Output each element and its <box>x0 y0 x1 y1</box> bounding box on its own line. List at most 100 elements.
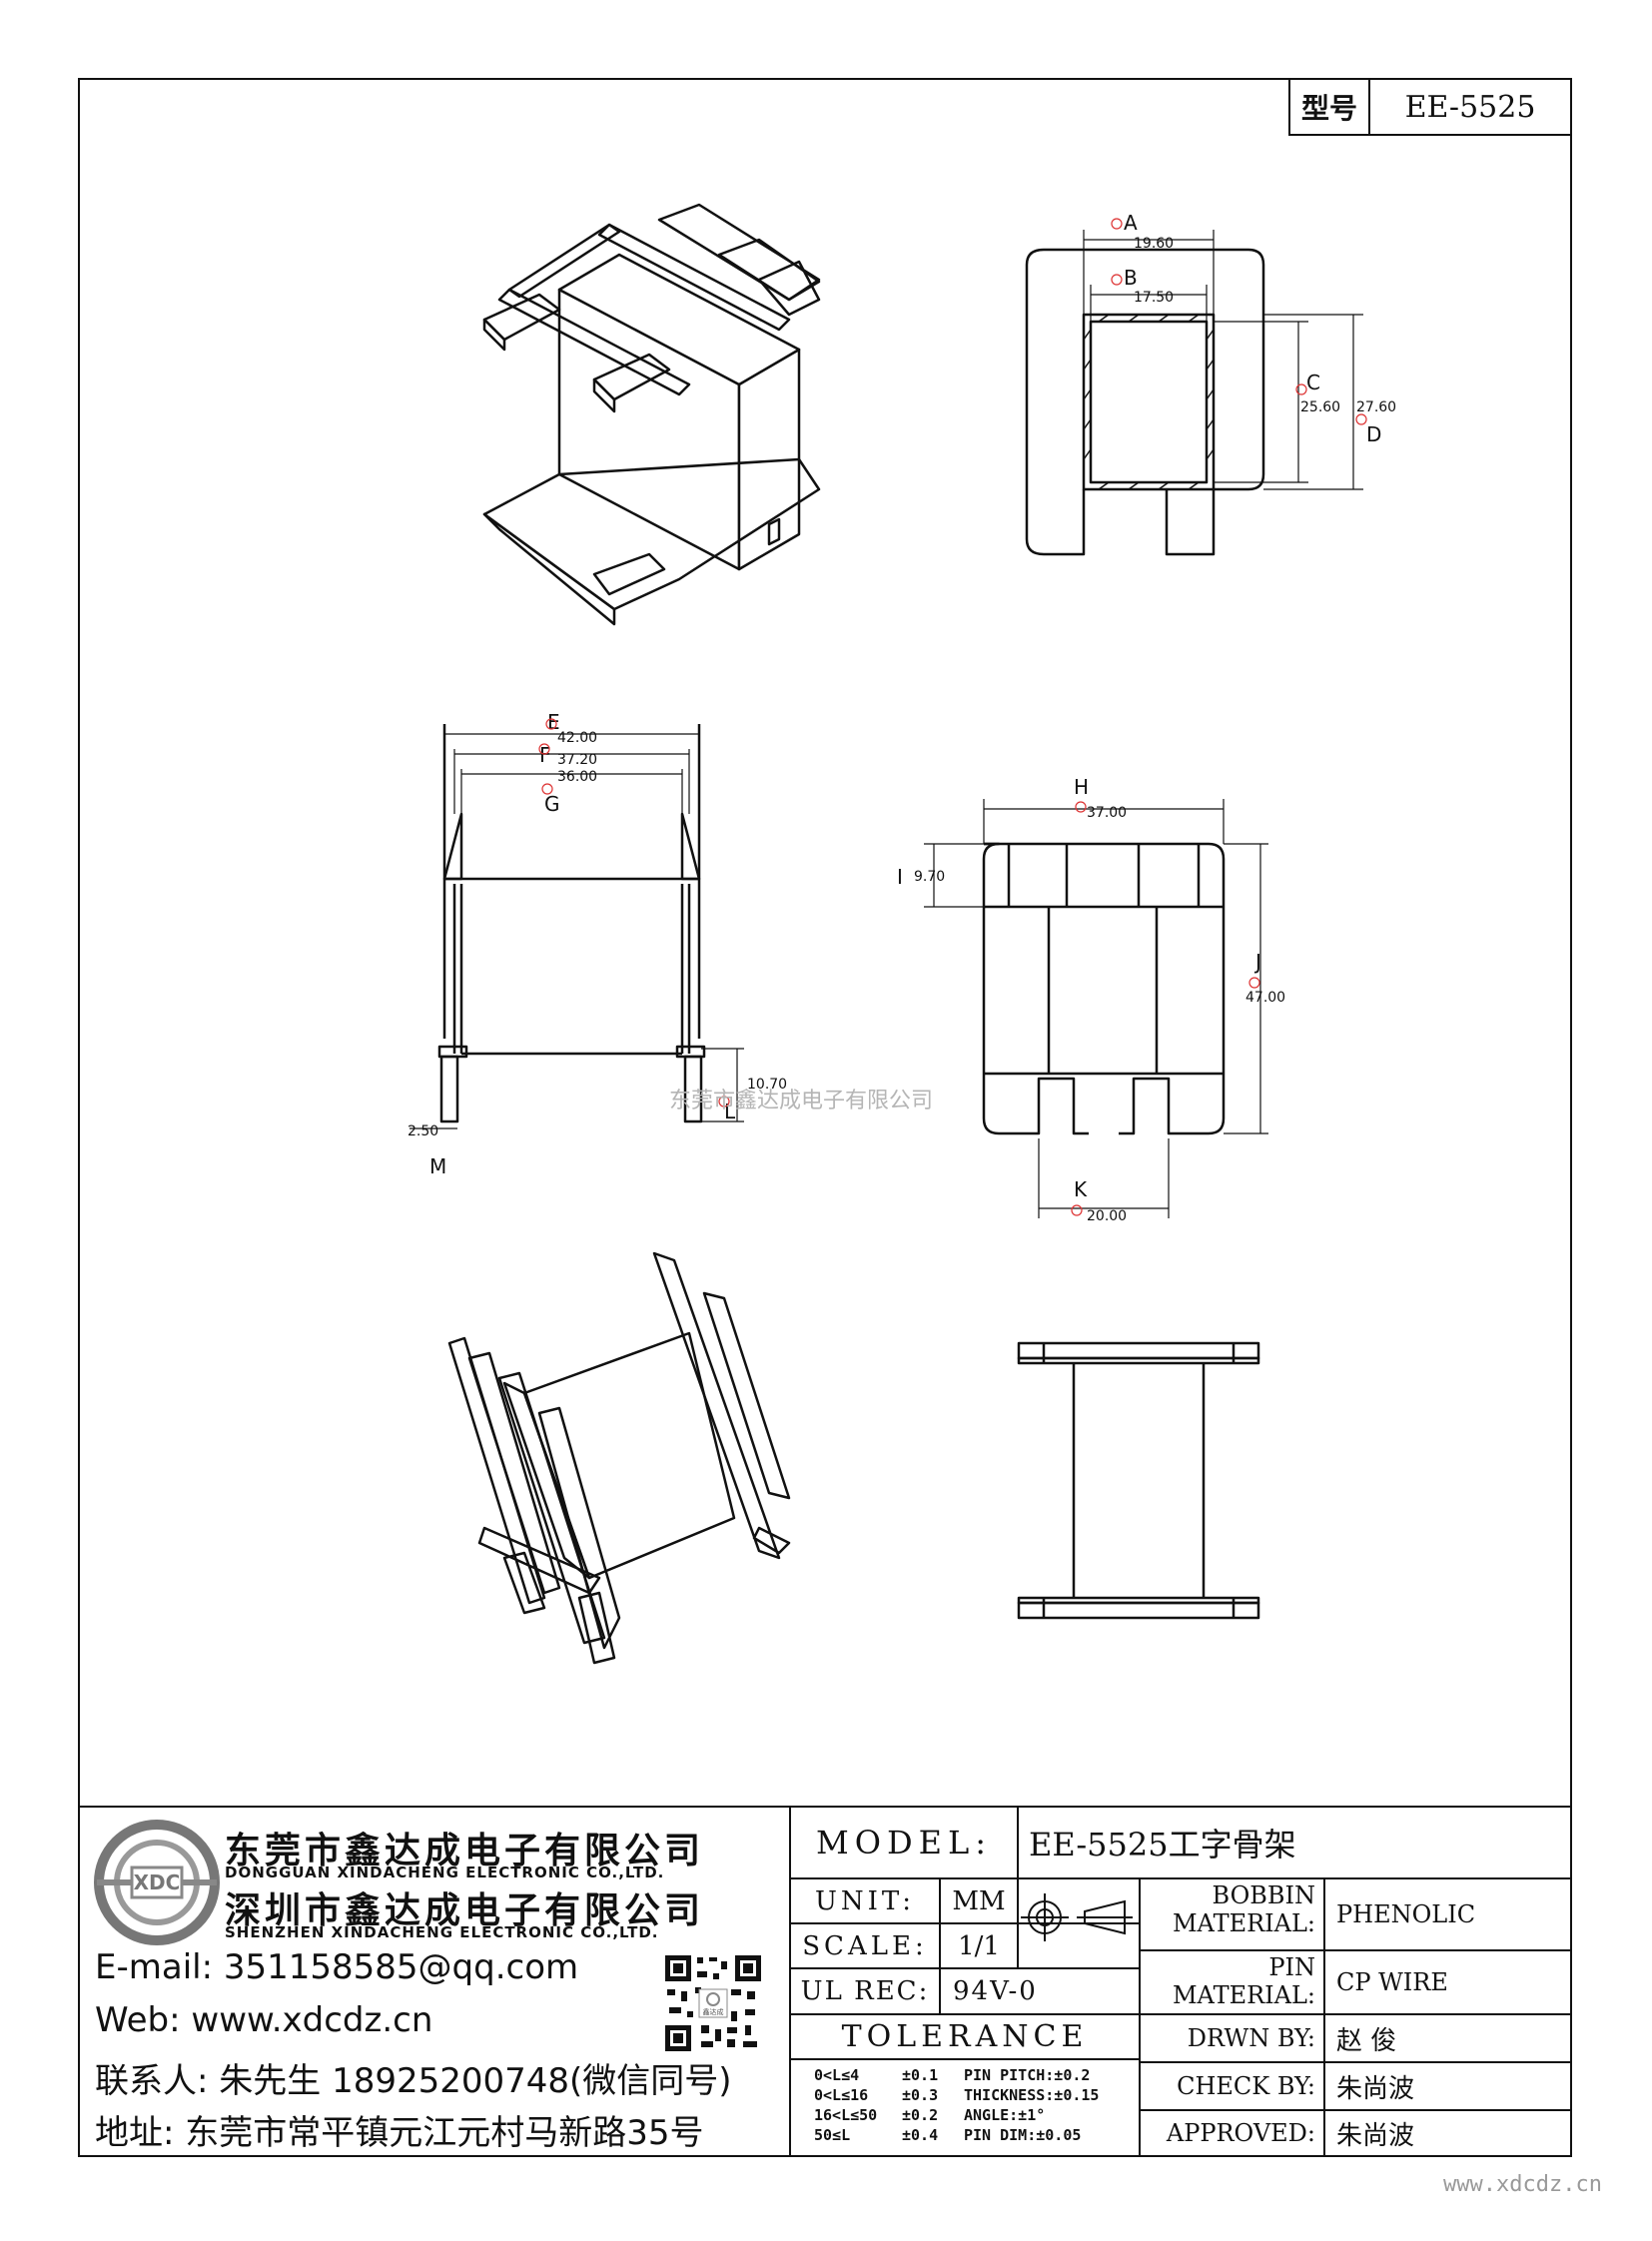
unit-value: MM <box>952 1885 1006 1916</box>
tolerance-row: 16<L≤50 ±0.2 ANGLE:±1° <box>814 2105 1134 2125</box>
dim-value-m: 2.50 <box>408 1123 438 1139</box>
tol-value: ±0.2 <box>902 2106 939 2124</box>
check-label: CHECK BY: <box>1177 2072 1315 2100</box>
tol-spec: ANGLE:±1° <box>964 2106 1046 2124</box>
approved-label: APPROVED: <box>1166 2119 1315 2147</box>
front-view <box>410 724 744 1129</box>
ul-value: 94V-0 <box>953 1976 1038 2006</box>
grid-line <box>1323 1877 1325 2157</box>
bobbin-label-line2: MATERIAL: <box>1172 1909 1315 1937</box>
isometric-view-bottom <box>447 1251 791 1665</box>
bottom-view <box>1017 1341 1260 1620</box>
qr-caption: 鑫达成 <box>703 2007 724 2016</box>
dim-letter-d: D <box>1366 422 1381 446</box>
top-view <box>1025 230 1363 556</box>
bobbin-label-line1: BOBBIN <box>1212 1881 1315 1909</box>
dim-value-e: 42.00 <box>557 730 597 746</box>
tol-range: 50≤L <box>814 2126 851 2144</box>
company-address: 地址: 东莞市常平镇元江元村马新路35号 <box>95 2113 704 2153</box>
company-name-cn-1: 东莞市鑫达成电子有限公司 <box>225 1831 705 1871</box>
dim-letter-m: M <box>429 1154 446 1178</box>
dim-letter-h: H <box>1074 775 1089 799</box>
grid-line <box>1139 2109 1572 2111</box>
grid-line <box>1139 2061 1572 2063</box>
dim-letter-k: K <box>1074 1177 1088 1201</box>
grid-line <box>1017 1877 1019 1969</box>
dim-value-c: 25.60 <box>1300 399 1340 415</box>
drawn-label: DRWN BY: <box>1187 2024 1315 2052</box>
grid-line <box>789 2058 1139 2060</box>
footer-url[interactable]: www.xdcdz.cn <box>1443 2172 1602 2197</box>
pin-label: PIN MATERIAL: <box>1141 1953 1315 2009</box>
model-header-box: 型号 EE-5525 <box>1288 78 1572 136</box>
company-contact: 联系人: 朱先生 18925200748(微信同号) <box>95 2061 732 2101</box>
ul-label: UL REC: <box>800 1976 930 2006</box>
pin-value: CP WIRE <box>1336 1968 1448 1996</box>
watermark: 东莞市鑫达成电子有限公司 <box>669 1089 933 1114</box>
tol-range: 0<L≤4 <box>814 2066 860 2084</box>
bobbin-value: PHENOLIC <box>1336 1900 1476 1928</box>
bobbin-label: BOBBIN MATERIAL: <box>1141 1881 1315 1937</box>
company-name-en-2: SHENZHEN XINDACHENG ELECTRONIC CO.,LTD. <box>225 1923 659 1941</box>
grid-line <box>789 1967 1139 1969</box>
pin-label-line2: MATERIAL: <box>1172 1981 1315 2009</box>
dim-value-i: 9.70 <box>914 869 945 885</box>
pin-label-line1: PIN <box>1268 1953 1315 1981</box>
grid-line <box>1139 1877 1141 2157</box>
tol-value: ±0.4 <box>902 2126 939 2144</box>
projection-symbol-icon <box>1021 1893 1133 1941</box>
dim-value-j: 47.00 <box>1245 990 1285 1006</box>
dim-value-d: 27.60 <box>1356 399 1396 415</box>
dim-value-a: 19.60 <box>1134 236 1174 252</box>
tol-spec: PIN PITCH:±0.2 <box>964 2066 1091 2084</box>
titleblock-divider <box>789 1806 791 2157</box>
qr-code[interactable]: 鑫达成 <box>661 1951 765 2055</box>
company-email: E-mail: 351158585@qq.com <box>95 1947 579 1987</box>
model-label: MODEL: <box>815 1824 993 1862</box>
grid-line <box>1017 1806 1019 1877</box>
dim-value-h: 37.00 <box>1087 805 1127 821</box>
grid-line <box>789 1877 1572 1879</box>
dim-value-f: 37.20 <box>557 752 597 768</box>
company-logo: XDC <box>94 1820 220 1945</box>
company-name-cn-2: 深圳市鑫达成电子有限公司 <box>225 1890 705 1931</box>
dim-value-k: 20.00 <box>1087 1208 1127 1224</box>
grid-line <box>939 1877 941 2013</box>
dim-letter-a: A <box>1124 211 1138 235</box>
drawn-value: 赵 俊 <box>1336 2025 1397 2056</box>
grid-line <box>1139 1949 1572 1951</box>
approved-value: 朱尚波 <box>1336 2120 1415 2151</box>
tolerance-row: 0<L≤4 ±0.1 PIN PITCH:±0.2 <box>814 2065 1134 2085</box>
logo-text: XDC <box>134 1870 181 1894</box>
scale-label: SCALE: <box>802 1930 928 1961</box>
company-name-en-1: DONGGUAN XINDACHENG ELECTRONIC CO.,LTD. <box>225 1864 665 1881</box>
tol-spec: THICKNESS:±0.15 <box>964 2086 1100 2104</box>
dim-letter-b: B <box>1124 266 1138 290</box>
side-view <box>924 799 1268 1218</box>
tol-range: 0<L≤16 <box>814 2086 869 2104</box>
dim-letter-i: I <box>897 865 903 889</box>
dim-value-g: 36.00 <box>557 769 597 785</box>
dim-letter-c: C <box>1306 371 1320 394</box>
dim-letter-e: E <box>547 710 560 734</box>
check-value: 朱尚波 <box>1336 2073 1415 2104</box>
tolerance-table: 0<L≤4 ±0.1 PIN PITCH:±0.2 0<L≤16 ±0.3 THICKN… <box>814 2065 1134 2145</box>
grid-line <box>789 2013 1572 2015</box>
dim-value-b: 17.50 <box>1134 290 1174 306</box>
dim-letter-j: J <box>1253 950 1261 974</box>
grid-line <box>789 1922 1139 1924</box>
tol-value: ±0.3 <box>902 2086 939 2104</box>
type-label: 型号 <box>1290 80 1370 134</box>
isometric-view-top <box>482 203 821 626</box>
tol-value: ±0.1 <box>902 2066 939 2084</box>
scale-value: 1/1 <box>958 1930 1000 1961</box>
dim-letter-g: G <box>544 792 560 816</box>
company-website[interactable]: Web: www.xdcdz.cn <box>95 2000 433 2040</box>
drawing-frame <box>78 78 1572 2157</box>
model-code: EE-5525 <box>1404 89 1536 125</box>
tol-spec: PIN DIM:±0.05 <box>964 2126 1082 2144</box>
unit-label: UNIT: <box>814 1885 916 1916</box>
tol-range: 16<L≤50 <box>814 2106 878 2124</box>
dim-value-l: 10.70 <box>747 1077 787 1093</box>
